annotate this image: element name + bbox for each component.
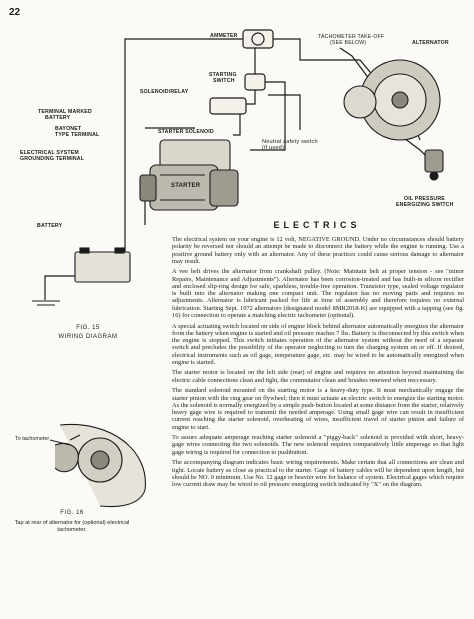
paragraph: To assure adequate amperage reaching sta… (172, 434, 464, 456)
starter-solenoid-label: STARTER SOLENOID (158, 129, 214, 135)
alternator-rear-illustration (49, 423, 146, 508)
alternator-label: ALTERNATOR (412, 40, 449, 46)
fig15-title: WIRING DIAGRAM (58, 334, 118, 340)
starting-switch-label-2: SWITCH (213, 78, 235, 84)
terminal-marked-label: TERMINAL MARKED (38, 109, 92, 115)
starter-label: STARTER (171, 183, 201, 189)
ammeter-label: AMMETER (210, 33, 238, 39)
paragraph: A vee belt drives the alternator from cr… (172, 268, 464, 319)
neutral-safety-label-2: (if used) (262, 145, 285, 151)
tach-takeoff-note: (SEE BELOW) (330, 40, 367, 46)
paragraph: The starter motor is located on the left… (172, 369, 464, 384)
paragraph: The standard solenoid mounted on the sta… (172, 387, 464, 431)
fig15-number: FIG. 15 (76, 325, 100, 331)
paragraph: A special actuating switch located on si… (172, 322, 464, 366)
oil-pressure-label: OIL PRESSURE (404, 196, 445, 202)
electrical-system-label-2: GROUNDING TERMINAL (20, 156, 85, 162)
section-heading: ELECTRICS (273, 220, 361, 230)
neutral-safety-label: Neutral safety switch (262, 139, 318, 145)
fig16-caption: Tap at rear of alternator for (optional)… (14, 520, 130, 533)
electrical-system-label: ELECTRICAL SYSTEM (20, 150, 79, 156)
fig16-number: FIG. 16 (60, 510, 84, 516)
page-number: 22 (9, 7, 21, 18)
solenoid-relay-label: SOLENOID/RELAY (140, 89, 189, 95)
starting-switch-label: STARTING (209, 72, 237, 78)
terminal-marked-label-2: BATTERY (45, 115, 71, 121)
bayonet-label: BAYONET (55, 126, 82, 132)
article-body: The electrical system on your engine is … (172, 236, 464, 492)
tach-takeoff-label: TACHOMETER TAKE-OFF (318, 34, 385, 40)
to-tachometer-label: To tachometer (15, 436, 50, 442)
oil-pressure-label-2: ENERGIZING SWITCH (396, 202, 454, 208)
paragraph: The accompanying diagram indicates basic… (172, 459, 464, 489)
paragraph: The electrical system on your engine is … (172, 236, 464, 265)
battery-label: BATTERY (37, 223, 63, 229)
wiring-diagram (32, 29, 444, 306)
bayonet-label-2: TYPE TERMINAL (55, 132, 100, 138)
